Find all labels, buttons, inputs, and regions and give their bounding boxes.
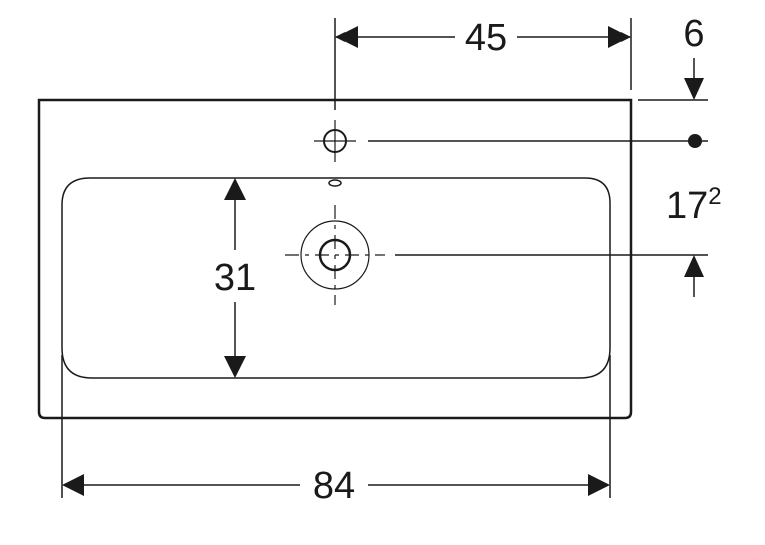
dimension-label-basin-depth: 31 xyxy=(214,257,256,299)
dimension-label-overall-width: 84 xyxy=(313,465,355,507)
tap-hole-symbol xyxy=(314,120,356,162)
basin-outer-outline xyxy=(37,98,633,420)
overflow-slot xyxy=(328,179,342,187)
dimension-label-drain-distance: 172 xyxy=(666,183,722,227)
basin-bowl-outline xyxy=(61,177,611,379)
dimension-rim-offset: 6 xyxy=(683,13,705,100)
dimension-overall-width: 84 xyxy=(62,465,610,507)
dimension-label-rim-offset: 6 xyxy=(683,13,704,55)
dimension-basin-depth: 31 xyxy=(214,178,256,378)
dimension-drain-distance: 172 xyxy=(666,183,722,297)
dimension-label-tap-offset: 45 xyxy=(465,17,507,59)
tap-centre-reference-dot xyxy=(688,134,702,148)
dimension-drain-distance-sup: 2 xyxy=(708,183,721,210)
dimension-drain-distance-main: 17 xyxy=(666,185,708,227)
drain-symbol xyxy=(285,205,385,305)
dimension-tap-offset: 45 xyxy=(335,17,631,59)
